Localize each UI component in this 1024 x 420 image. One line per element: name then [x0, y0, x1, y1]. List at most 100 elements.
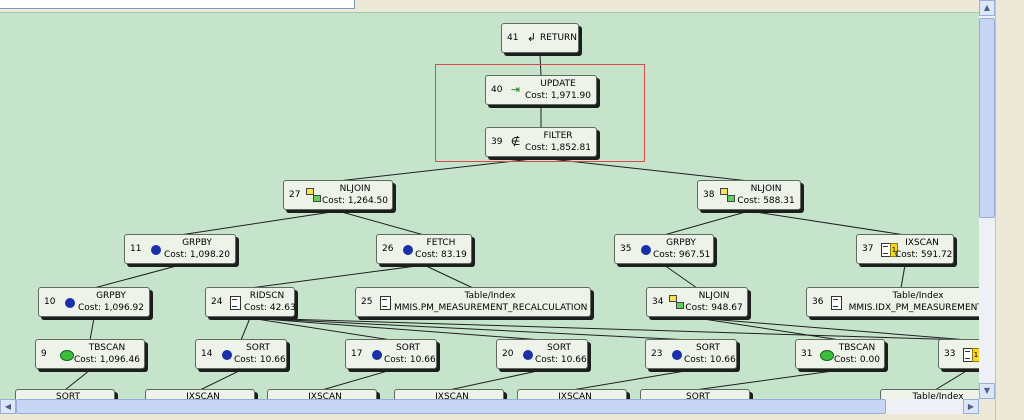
- node-operator: FETCH: [426, 238, 456, 248]
- fetch-icon: [403, 245, 413, 255]
- plan-edge: [179, 210, 339, 236]
- plan-edge: [663, 264, 698, 289]
- top-input-field[interactable]: [0, 0, 355, 9]
- node-id: 37: [862, 244, 874, 254]
- plan-edge: [696, 317, 969, 341]
- node-operator: SORT: [686, 392, 710, 400]
- nljoin-icon: [720, 188, 735, 202]
- plan-node-partial[interactable]: SORT: [15, 389, 115, 400]
- node-id: 40: [491, 85, 503, 95]
- node-cost: Cost: 1,096.92: [78, 303, 144, 313]
- plan-node-partial[interactable]: IXSCAN: [145, 389, 255, 400]
- node-cost: Cost: 967.51: [653, 250, 711, 260]
- plan-edge: [249, 317, 969, 341]
- plan-node-11[interactable]: 11 GRPBY Cost: 1,098.20: [124, 234, 236, 264]
- plan-node-23[interactable]: 23 SORT Cost: 10.66: [645, 339, 737, 369]
- plan-node-36[interactable]: 36 Table/Index MMIS.IDX_PM_MEASUREMENT_: [806, 287, 979, 317]
- vertical-scroll-thumb[interactable]: [979, 18, 995, 218]
- plan-node-39[interactable]: 39 ∉ FILTER Cost: 1,852.81: [485, 127, 597, 157]
- node-id: 20: [502, 349, 514, 359]
- scrollbar-corner: [979, 399, 995, 414]
- node-id: 11: [130, 244, 142, 254]
- node-operator: RETURN: [540, 33, 578, 43]
- plan-node-27[interactable]: 27 NLJOIN Cost: 1,264.50: [283, 180, 393, 210]
- horizontal-scroll-thumb[interactable]: [16, 399, 886, 414]
- access-plan-graph[interactable]: 41 ↲ RETURN 40 ⇥ UPDATE Cost: 1,971.90 3…: [0, 12, 979, 400]
- scroll-up-arrow-icon[interactable]: ▲: [979, 0, 995, 16]
- scroll-down-arrow-icon[interactable]: ▼: [979, 383, 995, 399]
- sort-icon: [523, 350, 533, 360]
- plan-edge: [748, 210, 906, 236]
- node-cost: Cost: 1,264.50: [322, 196, 388, 206]
- plan-edge: [249, 264, 425, 289]
- index-icon: 1: [972, 348, 979, 362]
- plan-node-17[interactable]: 17 SORT Cost: 10.66: [345, 339, 437, 369]
- plan-edge: [249, 317, 543, 341]
- node-operator: GRPBY: [666, 238, 696, 248]
- plan-node-33[interactable]: 33 1: [938, 339, 979, 369]
- scroll-left-arrow-icon[interactable]: ◀: [0, 399, 16, 414]
- filter-icon: ∉: [510, 135, 521, 148]
- node-cost: Cost: 83.19: [415, 250, 467, 260]
- plan-node-partial[interactable]: Table/Index: [880, 389, 979, 400]
- node-cost: Cost: 10.66: [234, 355, 286, 365]
- plan-edge: [423, 264, 474, 289]
- plan-edges: [64, 53, 969, 391]
- node-operator: Table/Index: [892, 291, 944, 301]
- plan-edge: [240, 317, 251, 341]
- node-operator: Table/Index: [912, 392, 964, 400]
- tbscan-icon: [820, 350, 834, 361]
- plan-node-26[interactable]: 26 FETCH Cost: 83.19: [376, 234, 472, 264]
- node-id: 38: [703, 190, 715, 200]
- node-cost: Cost: 10.66: [535, 355, 587, 365]
- plan-edge: [337, 210, 425, 236]
- vertical-scrollbar[interactable]: ▲ ▼: [979, 0, 995, 399]
- plan-node-9[interactable]: 9 TBSCAN Cost: 1,096.46: [35, 339, 145, 369]
- node-cost: Cost: 1,852.81: [525, 143, 591, 153]
- plan-edge: [694, 369, 841, 391]
- plan-edge: [696, 317, 841, 341]
- plan-edge: [900, 264, 906, 289]
- node-operator: NLJOIN: [750, 184, 782, 194]
- plan-node-14[interactable]: 14 SORT Cost: 10.66: [195, 339, 287, 369]
- grpby-icon: [641, 245, 651, 255]
- node-id: 24: [211, 297, 223, 307]
- plan-node-partial[interactable]: IXSCAN: [394, 389, 504, 400]
- node-id: 9: [41, 349, 47, 359]
- node-operator: RIDSCN: [249, 291, 285, 301]
- node-cost: Cost: 1,098.20: [164, 250, 230, 260]
- plan-node-20[interactable]: 20 SORT Cost: 10.66: [496, 339, 588, 369]
- node-id: 36: [812, 297, 824, 307]
- top-toolbar-strip: [0, 0, 1024, 12]
- plan-node-41[interactable]: 41 ↲ RETURN: [501, 23, 579, 53]
- return-icon: ↲: [526, 31, 537, 44]
- node-operator: GRPBY: [96, 291, 126, 301]
- node-operator: SORT: [547, 343, 571, 353]
- plan-node-24[interactable]: 24 RIDSCN Cost: 42.63: [205, 287, 296, 317]
- scroll-right-arrow-icon[interactable]: ▶: [963, 399, 979, 414]
- plan-node-10[interactable]: 10 GRPBY Cost: 1,096.92: [38, 287, 150, 317]
- plan-node-38[interactable]: 38 NLJOIN Cost: 588.31: [697, 180, 801, 210]
- sort-icon: [222, 350, 232, 360]
- nljoin-icon: [669, 295, 684, 309]
- horizontal-scrollbar[interactable]: ◀ ▶: [0, 399, 979, 414]
- plan-node-34[interactable]: 34 NLJOIN Cost: 948.67: [646, 287, 748, 317]
- bottom-frame: [0, 414, 995, 420]
- plan-node-35[interactable]: 35 GRPBY Cost: 967.51: [614, 234, 714, 264]
- node-id: 41: [507, 33, 519, 43]
- plan-edge: [321, 369, 392, 391]
- plan-node-25[interactable]: 25 Table/Index MMIS.PM_MEASUREMENT_RECAL…: [355, 287, 591, 317]
- plan-node-40[interactable]: 40 ⇥ UPDATE Cost: 1,971.90: [485, 75, 597, 105]
- table-icon: [380, 296, 391, 310]
- plan-edge: [93, 264, 181, 289]
- node-operator: UPDATE: [540, 79, 576, 89]
- plan-node-partial[interactable]: SORT: [640, 389, 750, 400]
- plan-node-37[interactable]: 37 1 IXSCAN Cost: 591.72: [856, 234, 954, 264]
- node-cost: Cost: 10.66: [384, 355, 436, 365]
- node-operator: FILTER: [543, 131, 573, 141]
- plan-node-31[interactable]: 31 TBSCAN Cost: 0.00: [795, 339, 885, 369]
- plan-node-partial[interactable]: IXSCAN: [267, 389, 377, 400]
- node-id: 25: [361, 297, 373, 307]
- node-operator: TBSCAN: [838, 343, 876, 353]
- plan-node-partial[interactable]: IXSCAN: [517, 389, 627, 400]
